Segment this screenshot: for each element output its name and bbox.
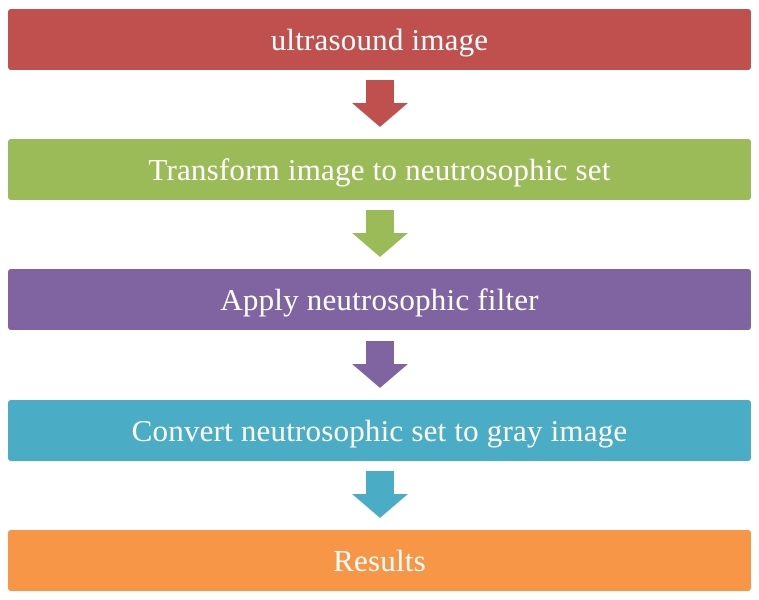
step-apply-neutrosophic-filter: Apply neutrosophic filter (8, 269, 751, 330)
step-ultrasound-image: ultrasound image (8, 9, 751, 70)
step-convert-to-gray-image: Convert neutrosophic set to gray image (8, 400, 751, 461)
step-transform-to-neutrosophic: Transform image to neutrosophic set (8, 139, 751, 200)
down-arrow-icon (352, 80, 408, 127)
down-arrow-icon (352, 210, 408, 257)
down-arrow-icon (352, 341, 408, 388)
step-results: Results (8, 530, 751, 591)
down-arrow-icon (352, 471, 408, 518)
